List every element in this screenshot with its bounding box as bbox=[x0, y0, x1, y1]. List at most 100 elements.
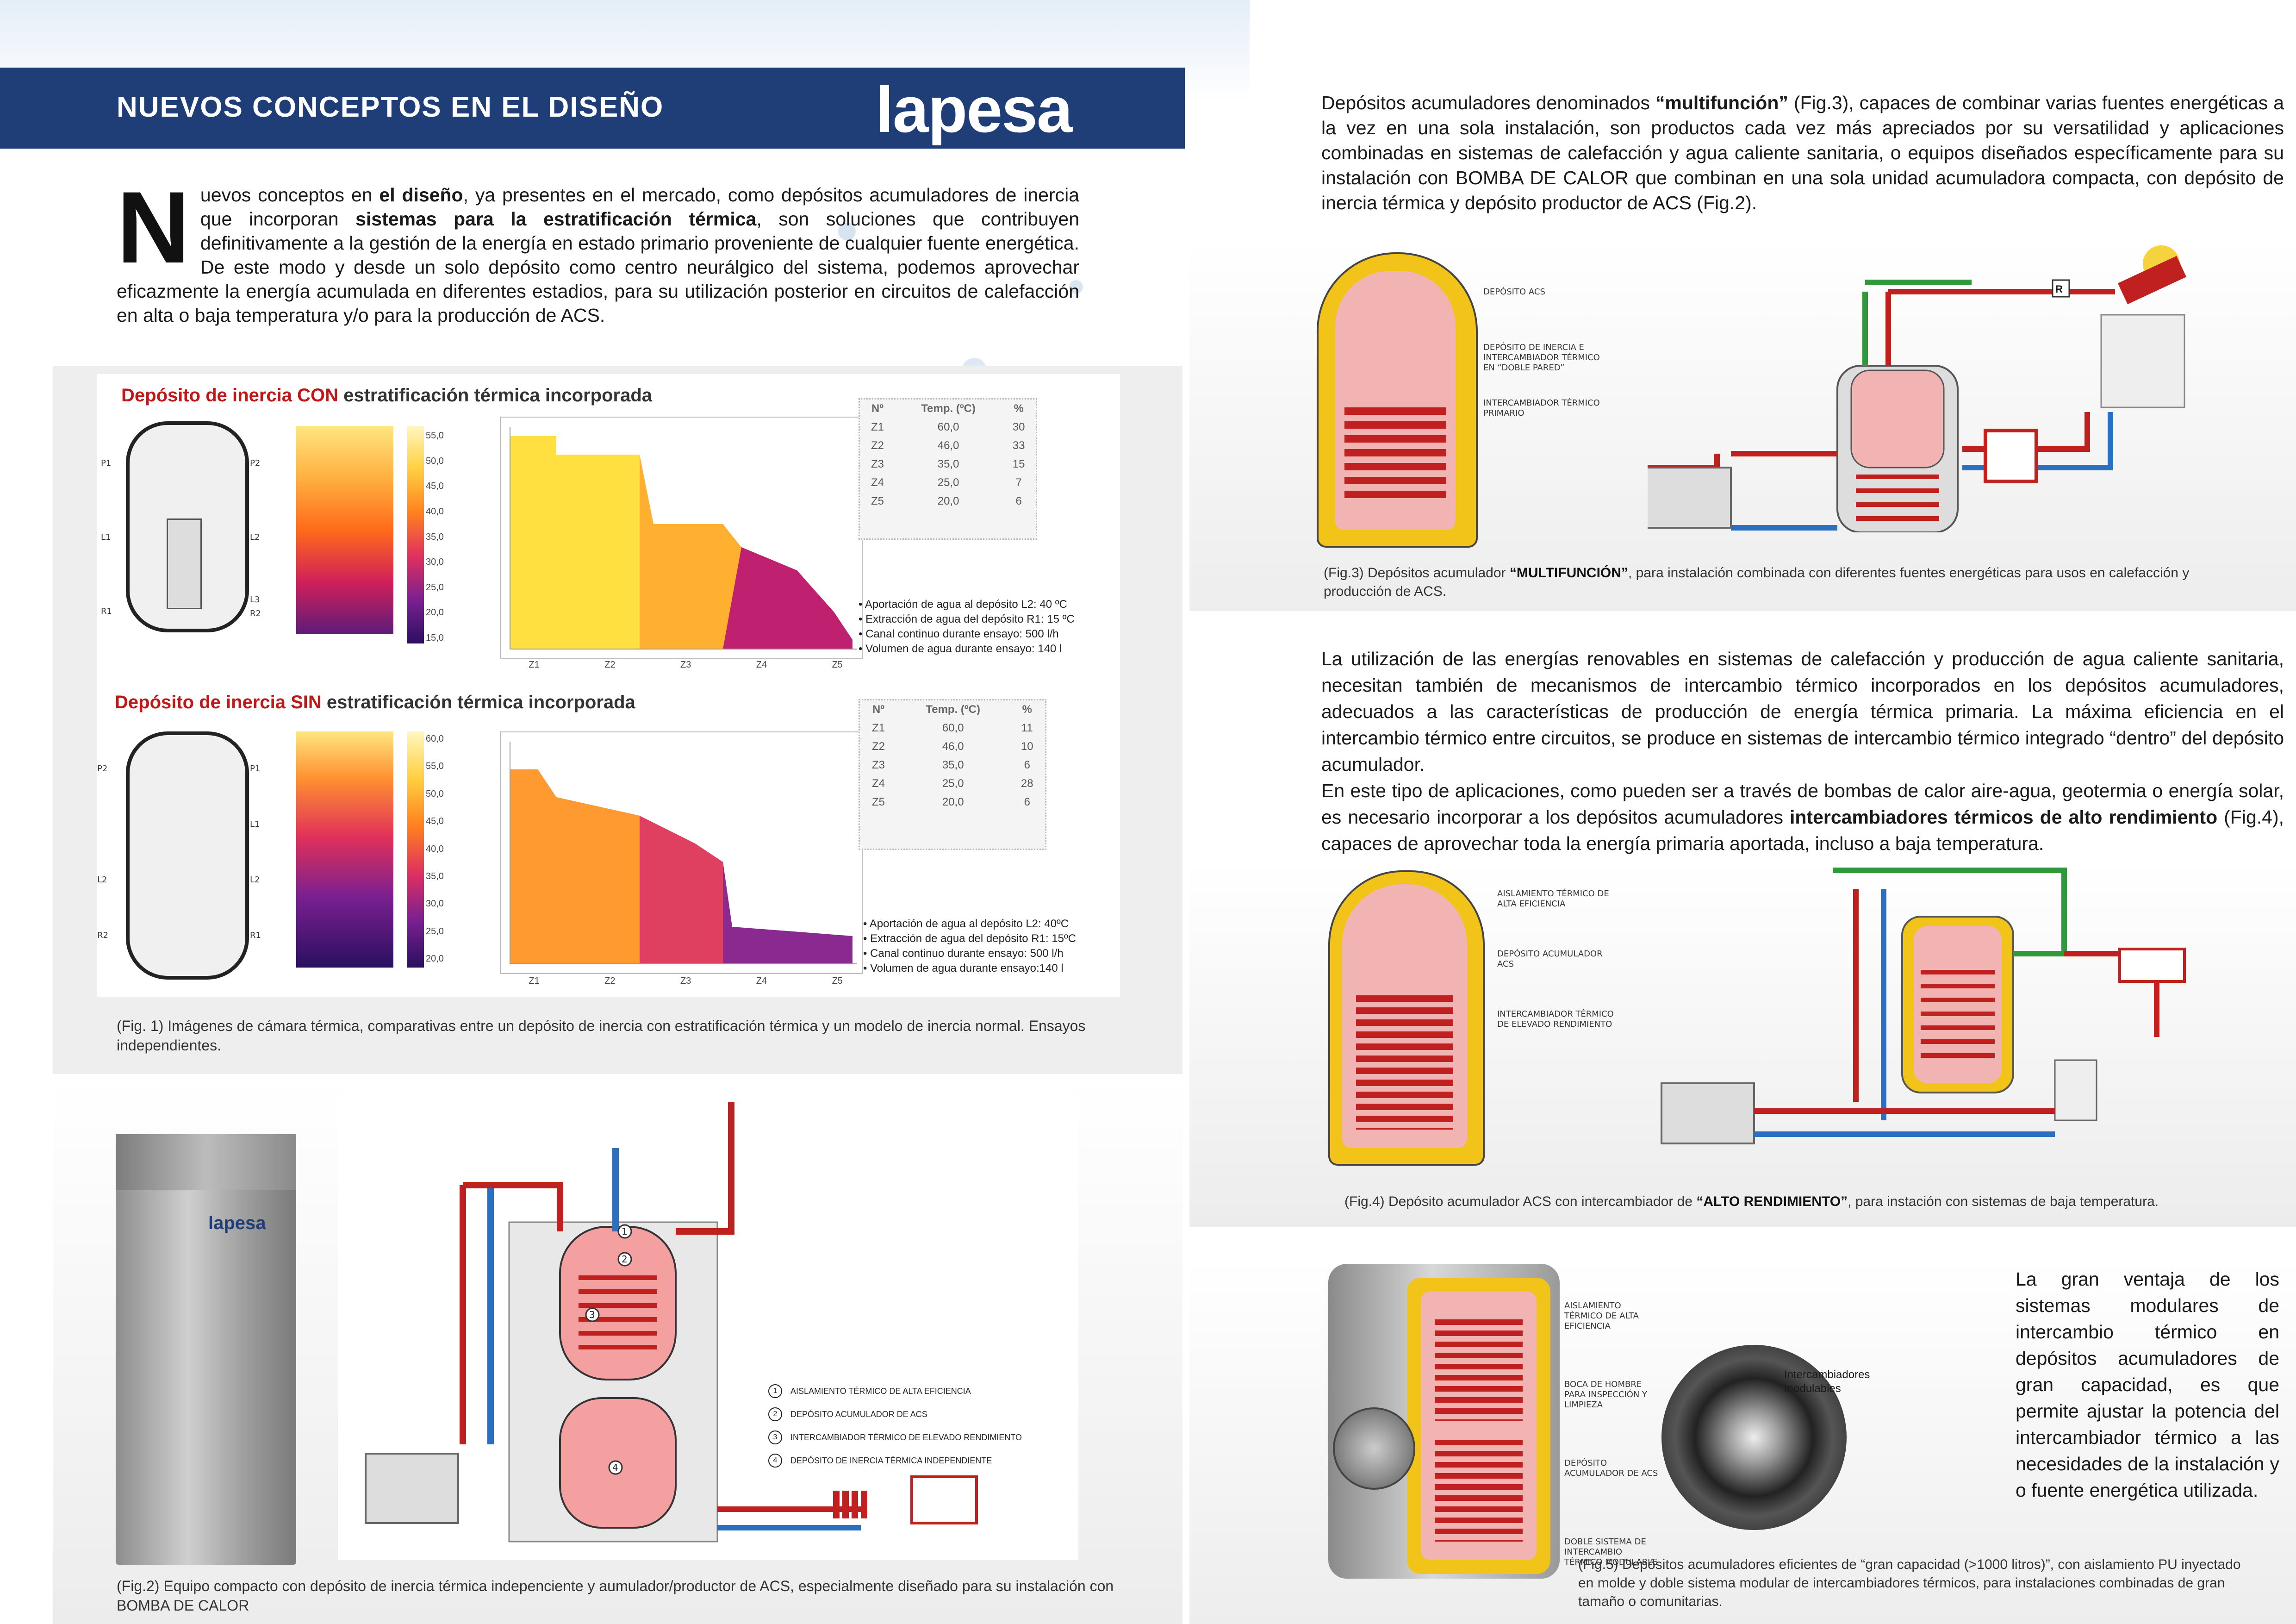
fig1-con-title: Depósito de inercia CON estratificación … bbox=[121, 385, 653, 406]
scale-tick-label: 20,0 bbox=[426, 607, 444, 618]
table-cell: Z2 bbox=[871, 439, 884, 452]
table-cell: 11 bbox=[1021, 722, 1033, 734]
component-label: DEPÓSITO DE INERCIA E INTERCAMBIADOR TÉR… bbox=[1483, 343, 1600, 373]
table-cell: 20,0 bbox=[937, 495, 959, 507]
fig1-sin-tank-diagram bbox=[126, 731, 249, 980]
table-cell: 35,0 bbox=[937, 458, 959, 470]
fig1-con-test-conditions: • Aportación de agua al depósito L2: 40 … bbox=[859, 597, 1136, 656]
scale-tick-label: 30,0 bbox=[426, 557, 444, 568]
svg-text:1: 1 bbox=[622, 1226, 628, 1237]
fig4-caption: (Fig.4) Depósito acumulador ACS con inte… bbox=[1344, 1194, 2159, 1209]
fig1-sin-port-l2: L2 bbox=[97, 875, 107, 885]
component-label: AISLAMIENTO TÉRMICO DE ALTA EFICIENCIA bbox=[1564, 1301, 1639, 1331]
test-condition-item: • Extracción de agua del depósito R1: 15… bbox=[863, 932, 1076, 945]
zone-label: Z5 bbox=[832, 976, 843, 986]
fig1-sin-port-r2: R2 bbox=[97, 931, 108, 940]
table-cell: 20,0 bbox=[942, 796, 964, 808]
zone-label: Z4 bbox=[756, 976, 767, 986]
fig1-sin-port-l1: L1 bbox=[250, 819, 260, 829]
scale-tick-label: 55,0 bbox=[426, 431, 444, 441]
table-cell: 6 bbox=[1024, 796, 1030, 808]
fig4-coil bbox=[1356, 995, 1453, 1130]
table-cell: 15 bbox=[1012, 458, 1025, 470]
lapesa-logo: lapesa bbox=[876, 73, 1073, 146]
floor-heating bbox=[1984, 429, 2038, 483]
fig5-inset-label: Intercambiadores modulables bbox=[1784, 1368, 1870, 1395]
scale-tick-label: 20,0 bbox=[426, 954, 444, 964]
heat-exchanger-coil bbox=[579, 1275, 657, 1349]
fig1-sin-temperature-profile bbox=[500, 731, 863, 974]
table-header: Nº bbox=[871, 402, 884, 415]
fig5-caption: (Fig.5) Depósitos acumuladores eficiente… bbox=[1578, 1557, 2241, 1609]
test-condition-item: • Extracción de agua del depósito R1: 15… bbox=[859, 613, 1075, 625]
drop-cap: N bbox=[117, 170, 190, 284]
zone-label: Z1 bbox=[529, 976, 540, 986]
scale-tick-label: 40,0 bbox=[426, 843, 444, 854]
table-cell: Z2 bbox=[871, 740, 885, 753]
component-label: AISLAMIENTO TÉRMICO DE ALTA EFICIENCIA bbox=[1497, 889, 1609, 909]
renovables-paragraph: La utilización de las energías renovable… bbox=[1321, 648, 2284, 854]
table-cell: 60,0 bbox=[937, 421, 959, 433]
table-cell: 10 bbox=[1020, 740, 1033, 753]
fig1-sin-title: Depósito de inercia SIN estratificación … bbox=[115, 692, 635, 712]
fig1-con-thermal-image bbox=[296, 426, 393, 634]
fig1-sin-port-l2b: L2 bbox=[250, 875, 260, 885]
table-cell: 25,0 bbox=[942, 777, 964, 790]
table-cell: 35,0 bbox=[942, 759, 964, 771]
scale-tick-label: 15,0 bbox=[426, 633, 444, 643]
scale-tick-label: 60,0 bbox=[426, 734, 444, 744]
test-condition-item: • Aportación de agua al depósito L2: 40º… bbox=[863, 918, 1069, 930]
scale-tick-label: 40,0 bbox=[426, 506, 444, 517]
scale-tick-label: 35,0 bbox=[426, 871, 444, 881]
fig1-con-port-p2: P2 bbox=[250, 458, 261, 468]
fig1-sin-profile-chart bbox=[510, 742, 857, 964]
component-label: DEPÓSITO ACS bbox=[1483, 287, 1545, 297]
fig1-con-port-l3: L3 bbox=[250, 595, 260, 605]
table-cell: 30 bbox=[1012, 421, 1025, 433]
table-cell: Z3 bbox=[871, 759, 885, 771]
table-header: % bbox=[1014, 402, 1024, 415]
fig5-coil-upper bbox=[1435, 1319, 1523, 1421]
heat-pump bbox=[365, 1453, 459, 1524]
table-cell: 6 bbox=[1024, 759, 1030, 771]
scale-tick-label: 35,0 bbox=[426, 531, 444, 542]
fig1-con-port-l2: L2 bbox=[250, 532, 260, 542]
fig1-sin-test-conditions: • Aportación de agua al depósito L2: 40º… bbox=[863, 917, 1141, 976]
table-row: Z1 60,0 30 bbox=[860, 418, 1036, 437]
test-condition-item: • Canal continuo durante ensayo: 500 l/h bbox=[863, 947, 1064, 960]
solar-collector bbox=[2117, 256, 2187, 305]
table-cell: Z3 bbox=[871, 458, 884, 470]
floor-heating bbox=[910, 1475, 978, 1524]
fig5-coil-lower bbox=[1435, 1440, 1523, 1542]
scale-tick-label: 45,0 bbox=[426, 481, 444, 492]
zone-label: Z5 bbox=[832, 660, 843, 670]
zone-label: Z2 bbox=[604, 660, 616, 670]
table-cell: Z5 bbox=[871, 796, 885, 808]
table-row: Z5 20,0 6 bbox=[860, 793, 1045, 812]
heat-pump bbox=[1637, 467, 1732, 529]
scale-tick-label: 50,0 bbox=[426, 788, 444, 799]
radiator bbox=[833, 1491, 867, 1518]
component-label: DEPÓSITO ACUMULADOR ACS bbox=[1497, 949, 1603, 969]
zone-label: Z3 bbox=[680, 660, 691, 670]
table-cell: Z1 bbox=[871, 421, 884, 433]
table-cell: 28 bbox=[1020, 777, 1033, 790]
fig3-system-diagram bbox=[1637, 236, 2259, 533]
table-cell: Z5 bbox=[871, 495, 884, 507]
zone-label: Z4 bbox=[756, 660, 767, 670]
scale-tick-label: 30,0 bbox=[426, 899, 444, 909]
fig1-con-color-scale bbox=[407, 426, 424, 643]
fig5-side-text: La gran ventaja de los sistemas modulare… bbox=[2016, 1268, 2279, 1501]
scale-tick-label: 50,0 bbox=[426, 456, 444, 466]
heat-pump bbox=[1661, 1082, 1755, 1144]
fig1-con-port-r1: R1 bbox=[101, 606, 112, 616]
inertia-tank bbox=[2054, 1059, 2097, 1121]
unit-top-panel bbox=[116, 1134, 296, 1190]
test-condition-item: • Aportación de agua al depósito L2: 40 … bbox=[859, 598, 1067, 611]
component-label: BOCA DE HOMBRE PARA INSPECCIÓN Y LIMPIEZ… bbox=[1564, 1380, 1648, 1410]
